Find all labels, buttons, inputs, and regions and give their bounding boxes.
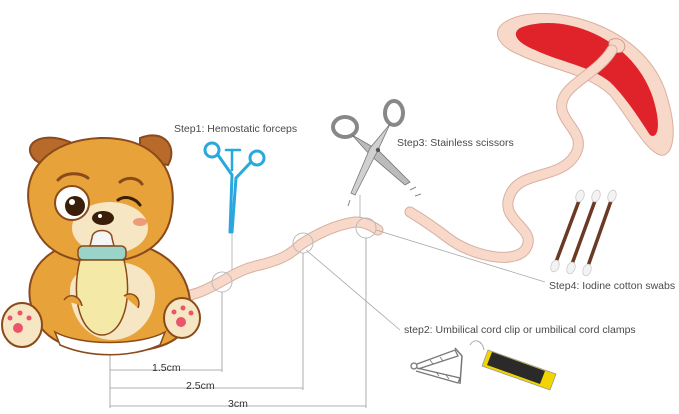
baby-bottle-icon (63, 229, 140, 336)
placenta-icon (496, 13, 674, 156)
cord-clamp-icon (410, 347, 463, 385)
step3-label: Step3: Stainless scissors (397, 137, 514, 149)
umbilical-cord-upper (404, 44, 618, 263)
step4-label: Step4: Iodine cotton swabs (549, 280, 676, 292)
measurement-3cm: 3cm (228, 398, 248, 410)
cotton-swabs-icon (550, 189, 617, 277)
scissors-icon (331, 99, 422, 207)
measurement-1-5cm: 1.5cm (152, 362, 181, 374)
plastic-clamp-icon (469, 340, 557, 391)
hemostatic-forceps-icon (203, 141, 266, 234)
measurement-2-5cm: 2.5cm (186, 380, 215, 392)
step1-label: Step1: Hemostatic forceps (174, 123, 298, 135)
step2-label: step2: Umbilical cord clip or umbilical … (404, 324, 636, 336)
